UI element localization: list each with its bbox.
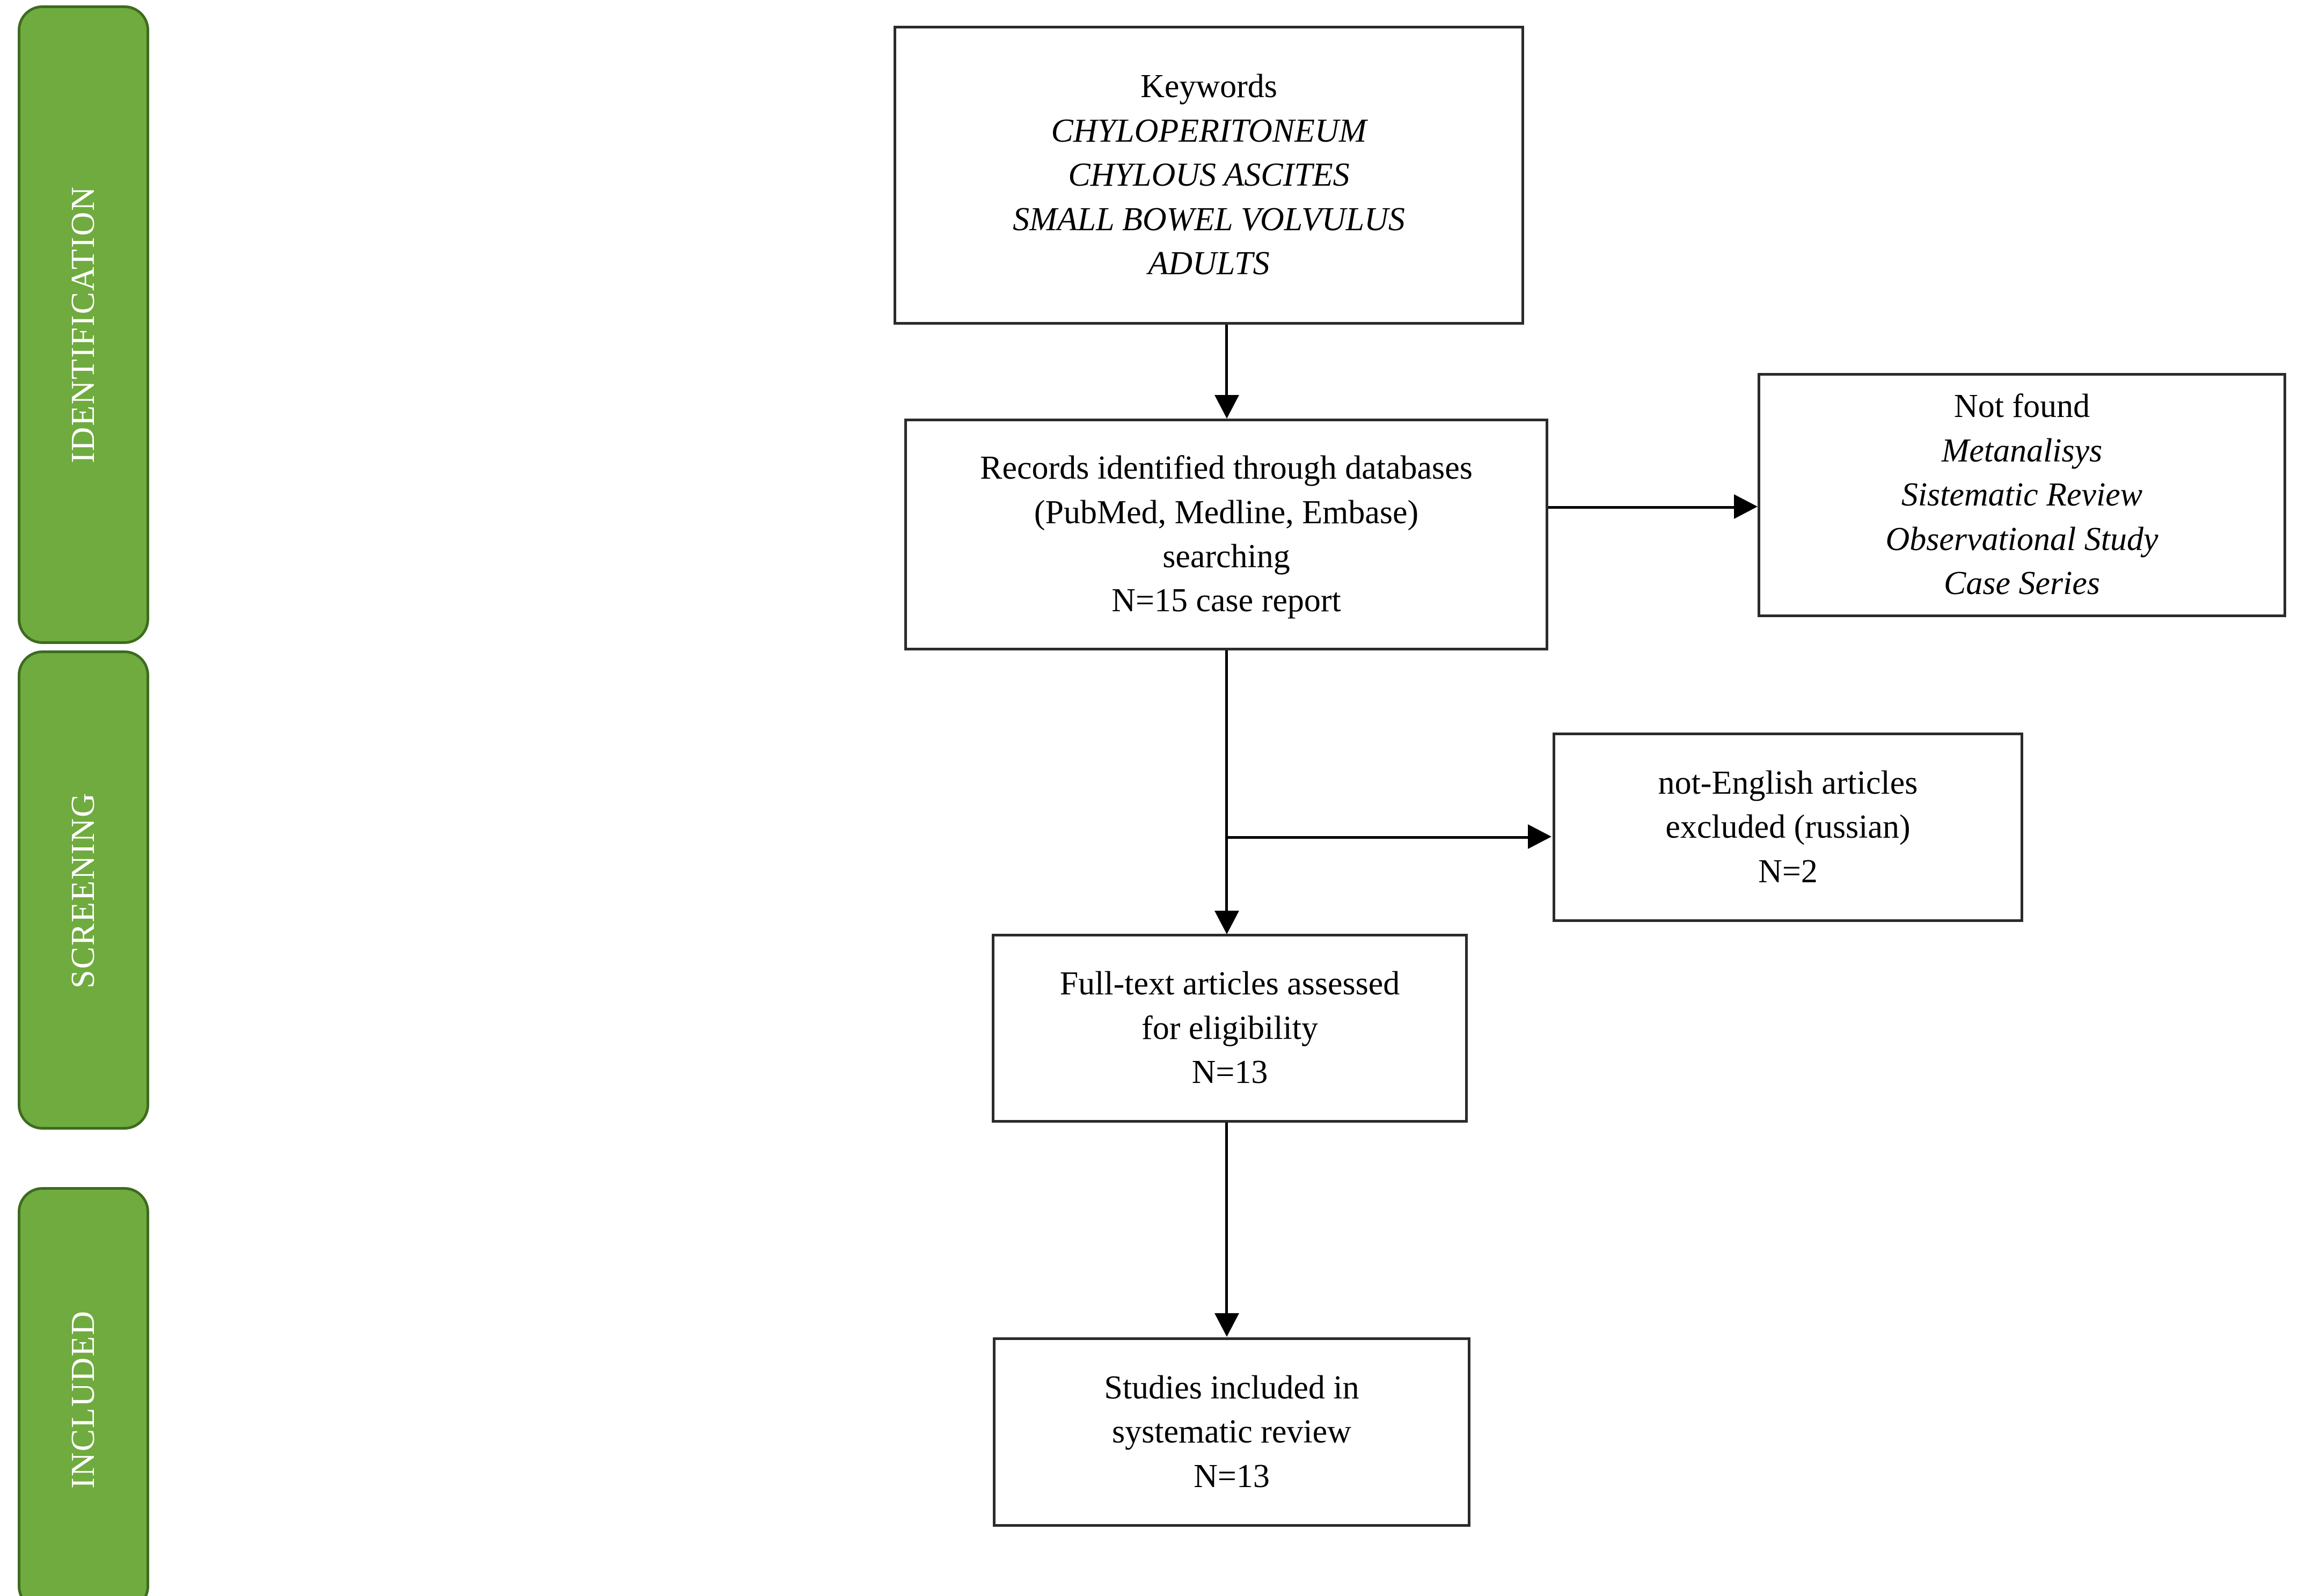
connector-keywords-to-records-line <box>1225 325 1228 396</box>
box-not-english-excluded: not-English articles excluded (russian) … <box>1553 733 2023 922</box>
arrow-down-icon-keywords-to-records <box>1214 395 1239 419</box>
box-not-found-line-5: Case Series <box>1943 565 2101 602</box>
box-keywords-line-5: ADULTS <box>1148 245 1270 282</box>
arrow-down-icon-records-to-full-text <box>1214 911 1239 934</box>
connector-records-to-full-text-line <box>1225 650 1228 912</box>
box-records-line-3: searching <box>1162 538 1290 575</box>
box-studies-included-line-1: Studies included in <box>1104 1369 1359 1406</box>
box-studies-included-line-3: N=13 <box>1194 1458 1270 1495</box>
arrow-down-icon-full-text-to-studies <box>1214 1313 1239 1337</box>
box-not-found: Not found Metanalisys Sistematic Review … <box>1758 373 2286 617</box>
connector-records-to-not-english-line <box>1226 836 1529 839</box>
stage-bar-identification: IDENTIFICATION <box>18 5 149 644</box>
box-full-text-assessed: Full-text articles assessed for eligibil… <box>992 934 1468 1123</box>
box-full-text-line-2: for eligibility <box>1141 1009 1318 1046</box>
arrow-right-icon-records-to-not-found <box>1734 494 1758 519</box>
box-keywords-line-4: SMALL BOWEL VOLVULUS <box>1013 201 1405 238</box>
box-not-found-line-2: Metanalisys <box>1941 432 2103 469</box>
stage-label-identification: IDENTIFICATION <box>65 186 101 464</box>
box-keywords: Keywords CHYLOPERITONEUM CHYLOUS ASCITES… <box>894 26 1524 325</box>
connector-full-text-to-studies-line <box>1225 1123 1228 1315</box>
box-keywords-line-1: Keywords <box>1140 68 1277 105</box>
box-full-text-line-3: N=13 <box>1191 1054 1268 1091</box>
box-not-found-line-4: Observational Study <box>1885 521 2158 558</box>
box-not-found-line-1: Not found <box>1953 388 2090 425</box>
stage-label-included: INCLUDED <box>65 1309 101 1489</box>
box-full-text-line-1: Full-text articles assessed <box>1059 965 1400 1002</box>
box-records-line-1: Records identified through databases <box>980 450 1473 487</box>
box-studies-included-line-2: systematic review <box>1112 1414 1351 1451</box>
box-not-english-line-1: not-English articles <box>1658 764 1918 801</box>
box-not-english-line-2: excluded (russian) <box>1665 809 1911 846</box>
box-not-found-line-3: Sistematic Review <box>1901 477 2143 514</box>
box-not-english-line-3: N=2 <box>1758 853 1818 890</box>
stage-bar-screening: SCREENING <box>18 650 149 1130</box>
box-records-line-4: N=15 case report <box>1111 582 1341 619</box>
connector-records-to-not-found-line <box>1548 506 1735 509</box>
box-studies-included: Studies included in systematic review N=… <box>993 1337 1470 1527</box>
box-records-line-2: (PubMed, Medline, Embase) <box>1034 494 1419 531</box>
box-records-identified: Records identified through databases (Pu… <box>904 419 1548 650</box>
box-keywords-line-2: CHYLOPERITONEUM <box>1051 112 1367 149</box>
stage-bar-included: INCLUDED <box>18 1187 149 1596</box>
stage-label-screening: SCREENING <box>65 792 101 989</box>
arrow-right-icon-records-to-not-english <box>1528 824 1551 849</box>
box-keywords-line-3: CHYLOUS ASCITES <box>1068 157 1350 194</box>
